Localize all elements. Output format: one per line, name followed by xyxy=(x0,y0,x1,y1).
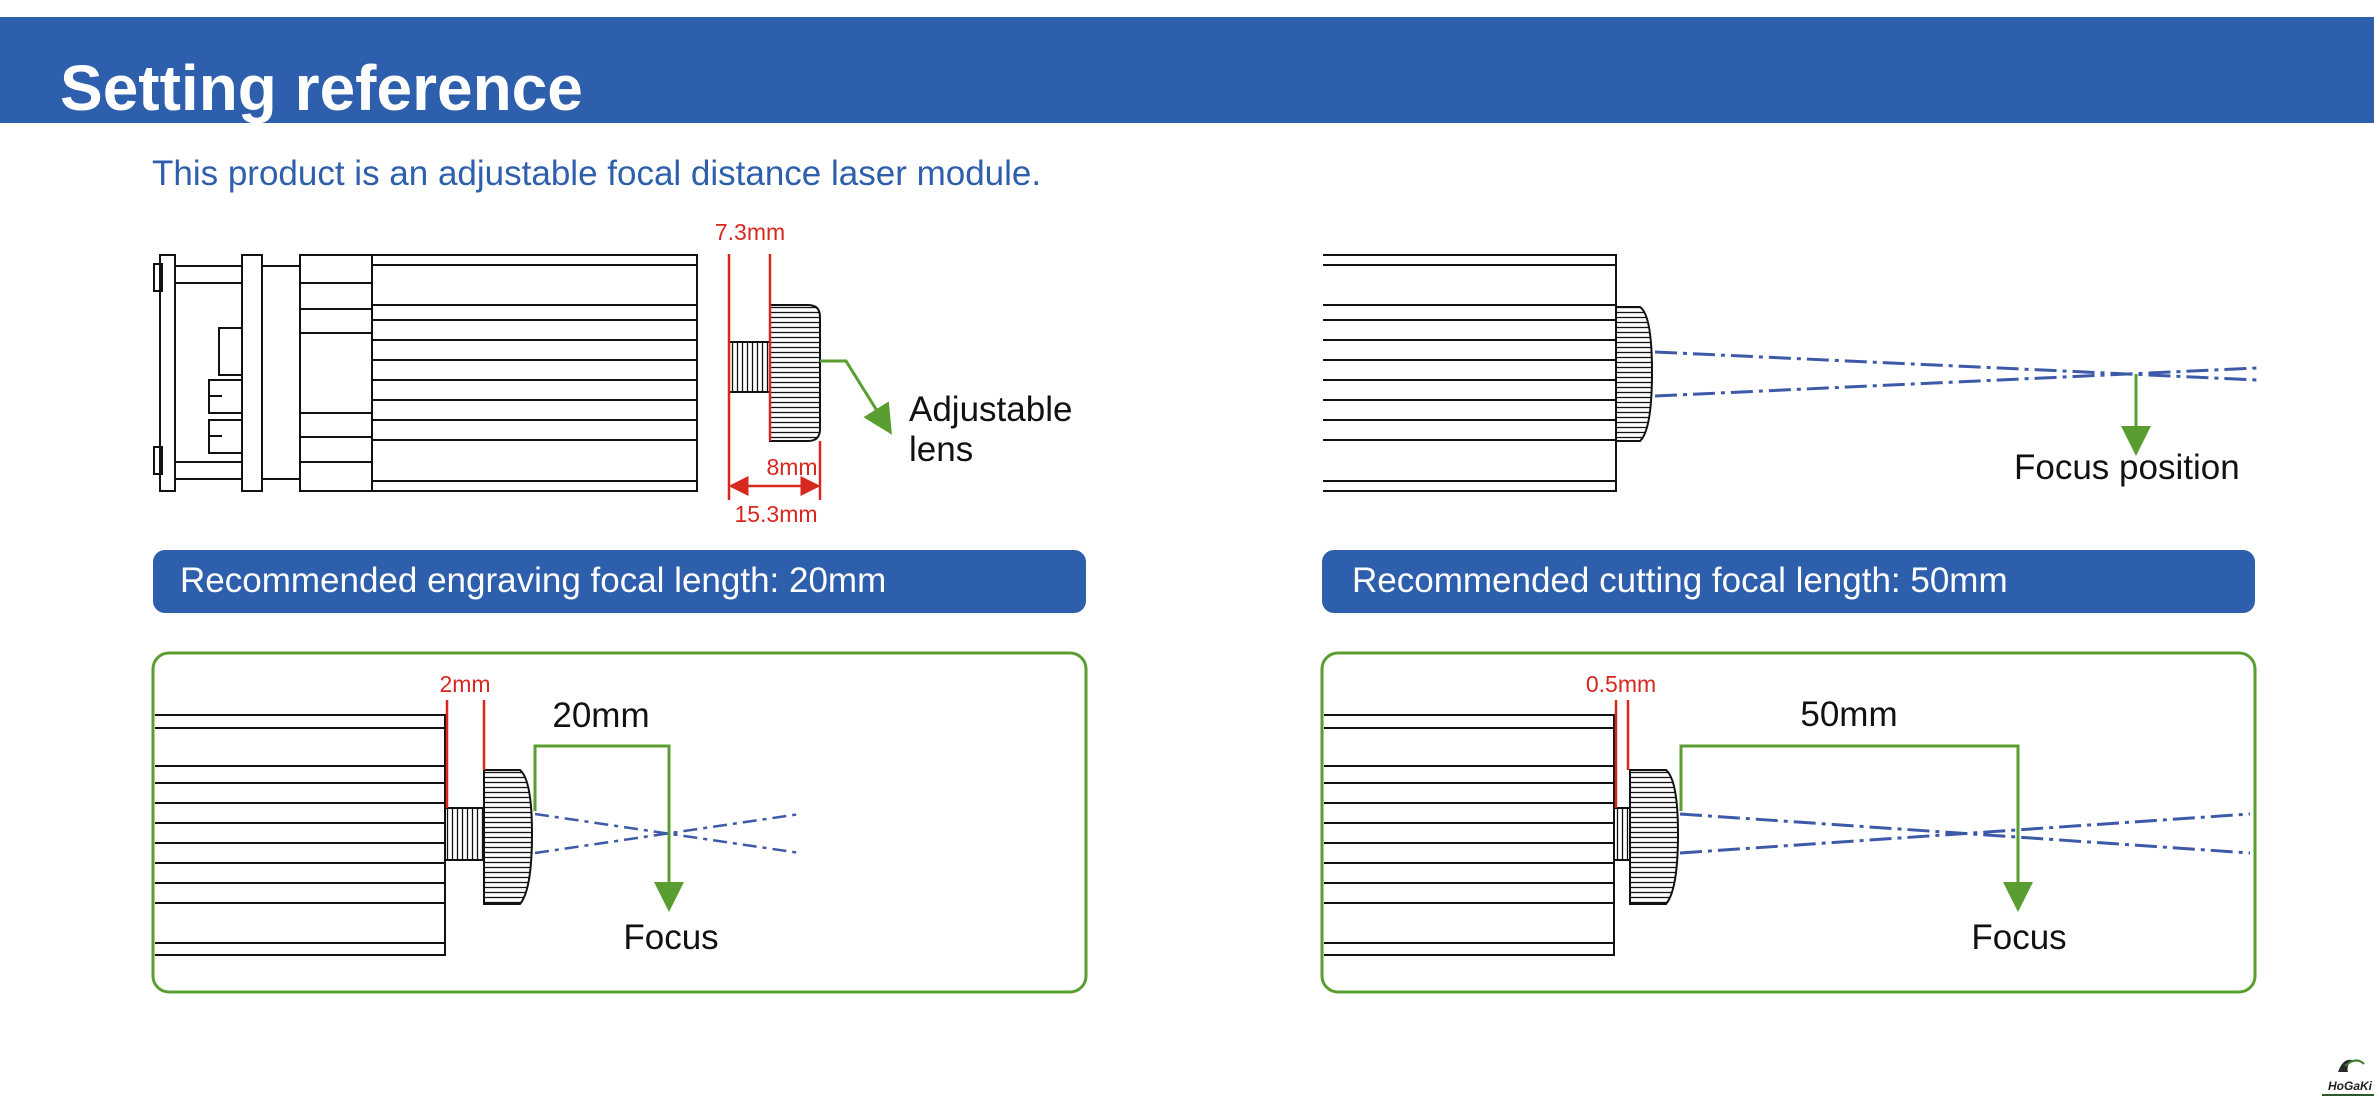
dim-total-length: 15.3mm xyxy=(734,501,817,527)
lens-label-line1: Adjustable xyxy=(909,390,1072,429)
engraving-lens-thread xyxy=(444,807,485,861)
dimension-lines-top xyxy=(727,254,822,500)
cutting-lens-knob xyxy=(1629,769,1680,905)
lens-label-line2: lens xyxy=(909,430,973,469)
page-title: Setting reference xyxy=(60,52,583,124)
cutting-focal-length: 50mm xyxy=(1800,695,1897,734)
intro-text: This product is an adjustable focal dist… xyxy=(152,154,1042,193)
engraving-banner: Recommended engraving focal length: 20mm xyxy=(153,550,1086,613)
cutting-gap-lines xyxy=(1614,700,1630,808)
dim-lens-body: 8mm xyxy=(766,454,817,480)
engraving-focus-label: Focus xyxy=(623,918,718,957)
engraving-banner-text: Recommended engraving focal length: 20mm xyxy=(180,561,886,600)
cutting-module-body xyxy=(1324,714,1615,956)
cutting-focus-label: Focus xyxy=(1971,918,2066,957)
engraving-gap-label: 2mm xyxy=(439,671,490,697)
cutting-gap-label: 0.5mm xyxy=(1586,671,1656,697)
cutting-banner: Recommended cutting focal length: 50mm xyxy=(1322,550,2255,613)
cutting-panel xyxy=(1320,651,2257,994)
cutting-beam xyxy=(1679,812,2251,855)
engraving-focal-bracket xyxy=(533,744,671,832)
brand-logo-text: HoGaKi xyxy=(2328,1079,2373,1093)
engraving-module-body xyxy=(155,714,446,956)
cutting-focal-bracket xyxy=(1679,744,2020,832)
focus-lens-knob xyxy=(1615,306,1654,442)
engraving-panel xyxy=(151,651,1088,994)
focus-position-label: Focus position xyxy=(2014,448,2240,487)
engraving-lens-knob xyxy=(483,769,534,905)
lens-pointer-arrow xyxy=(820,359,892,435)
adjustable-lens xyxy=(728,304,821,442)
cutting-banner-text: Recommended cutting focal length: 50mm xyxy=(1352,561,2008,600)
engraving-gap-lines xyxy=(445,700,486,808)
focus-module-diagram xyxy=(1323,254,1617,492)
header-bar: Setting reference xyxy=(0,17,2374,124)
engraving-focal-length: 20mm xyxy=(552,696,649,735)
dim-lens-gap: 7.3mm xyxy=(715,219,785,245)
brand-logo: HoGaKi xyxy=(2322,1059,2374,1096)
laser-module-diagram xyxy=(153,254,698,492)
cutting-lens-thread xyxy=(1613,807,1631,861)
laser-beam-top xyxy=(1654,350,2258,398)
